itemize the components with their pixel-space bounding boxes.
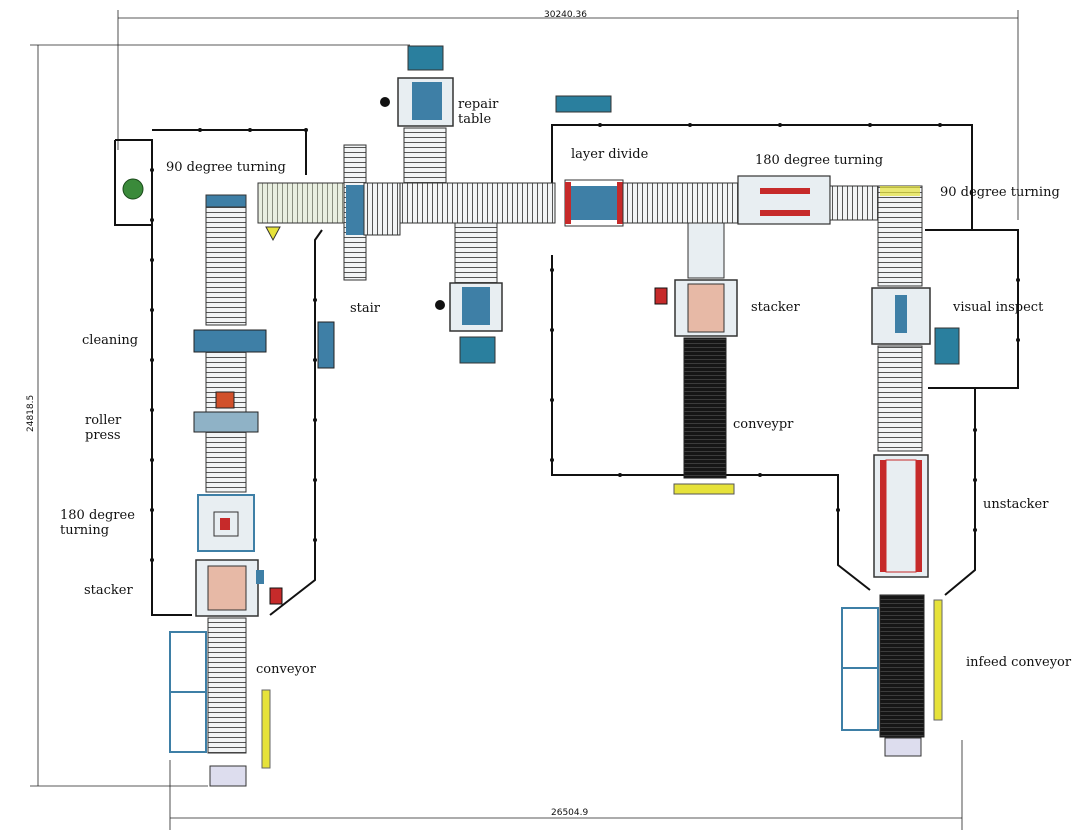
label-unstacker: unstacker xyxy=(983,497,1049,512)
left-line xyxy=(169,194,283,787)
green-marker-icon xyxy=(122,178,144,200)
fence-posts xyxy=(150,123,1020,562)
dimension-left xyxy=(30,44,410,787)
label-conveypr: conveypr xyxy=(733,417,794,432)
label-90-degree-turning-right: 90 degree turning xyxy=(940,185,1060,200)
label-stacker-left: stacker xyxy=(84,583,133,598)
label-visual-inspect: visual inspect xyxy=(953,300,1044,315)
dimension-top xyxy=(117,10,1019,220)
label-conveyor-left: conveyor xyxy=(256,662,316,677)
label-180-degree-turning-top: 180 degree turning xyxy=(755,153,884,168)
label-stair: stair xyxy=(350,301,381,316)
right-line xyxy=(841,185,960,757)
label-infeed-conveyor: infeed conveyor xyxy=(966,655,1072,670)
label-layer-divide: layer divide xyxy=(571,147,649,162)
label-90-degree-turning-left: 90 degree turning xyxy=(166,160,286,175)
mid-stacker-line xyxy=(317,222,738,495)
top-dimension-text: 30240.36 xyxy=(544,10,587,20)
label-cleaning: cleaning xyxy=(82,333,139,348)
dimension-bottom xyxy=(169,740,963,830)
left-dimension-text: 24818.5 xyxy=(26,394,36,432)
label-roller-press: roller press xyxy=(85,413,122,443)
bottom-dimension-text: 26504.9 xyxy=(551,808,589,818)
top-line xyxy=(257,45,879,364)
label-repair-table: repair table xyxy=(458,97,499,127)
label-180-degree-turning-left: 180 degree turning xyxy=(60,508,135,538)
label-stacker-middle: stacker xyxy=(751,300,800,315)
